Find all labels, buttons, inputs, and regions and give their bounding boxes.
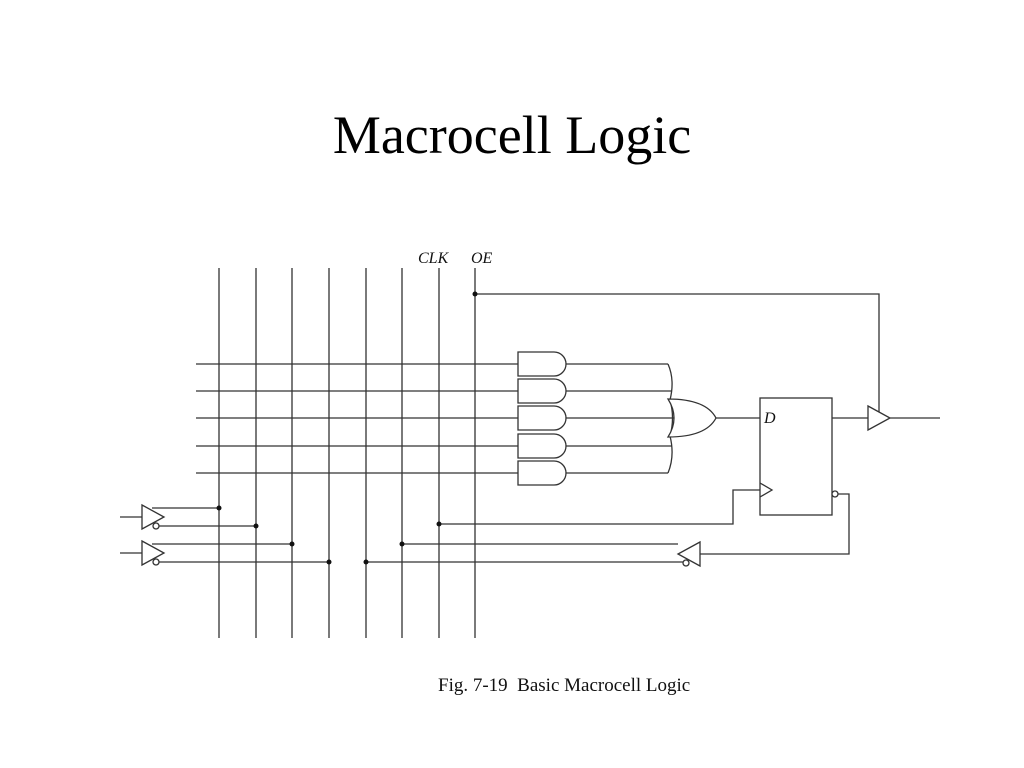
clk-label: CLK <box>418 250 450 267</box>
feedback-wire <box>700 493 850 555</box>
feedback-true-dot <box>399 541 405 547</box>
or-input-bus <box>667 363 674 474</box>
and-gate-3 <box>517 405 567 431</box>
and-output-wires <box>566 363 674 474</box>
and-gates <box>517 351 567 486</box>
clock-input-triangle <box>759 482 774 498</box>
input-buffer-2-icon <box>141 539 166 567</box>
input-2-true-dot <box>289 541 295 547</box>
and-gate-4 <box>517 433 567 459</box>
and-gate-1 <box>517 351 567 377</box>
input-buffer-1-bubble <box>152 522 160 530</box>
clk-junction-dot <box>436 521 442 527</box>
oe-label: OE <box>471 250 493 267</box>
clk-to-ff-wire <box>439 489 760 525</box>
oe-junction-dot <box>472 291 478 297</box>
q-bar-bubble <box>831 490 839 498</box>
oe-enable-wire <box>475 293 880 412</box>
feedback-inverter-bubble <box>682 559 690 567</box>
feedback-complement-dot <box>363 559 369 565</box>
product-term-lines <box>196 363 518 474</box>
figure-caption: Fig. 7-19 Basic Macrocell Logic <box>438 675 691 696</box>
vertical-interconnect-lines <box>218 268 476 638</box>
input-1-true-dot <box>216 505 222 511</box>
input-2-complement-dot <box>326 559 332 565</box>
d-input-label: D <box>763 410 776 427</box>
input-buffer-2-bubble <box>152 558 160 566</box>
and-gate-5 <box>517 460 567 486</box>
d-flip-flop <box>759 397 833 516</box>
input-buffer-1-icon <box>141 503 166 531</box>
and-gate-2 <box>517 378 567 404</box>
slide-title: Macrocell Logic <box>332 105 692 165</box>
or-gate <box>666 398 717 438</box>
input-1-complement-dot <box>253 523 259 529</box>
feedback-buffer-icon <box>676 540 701 568</box>
